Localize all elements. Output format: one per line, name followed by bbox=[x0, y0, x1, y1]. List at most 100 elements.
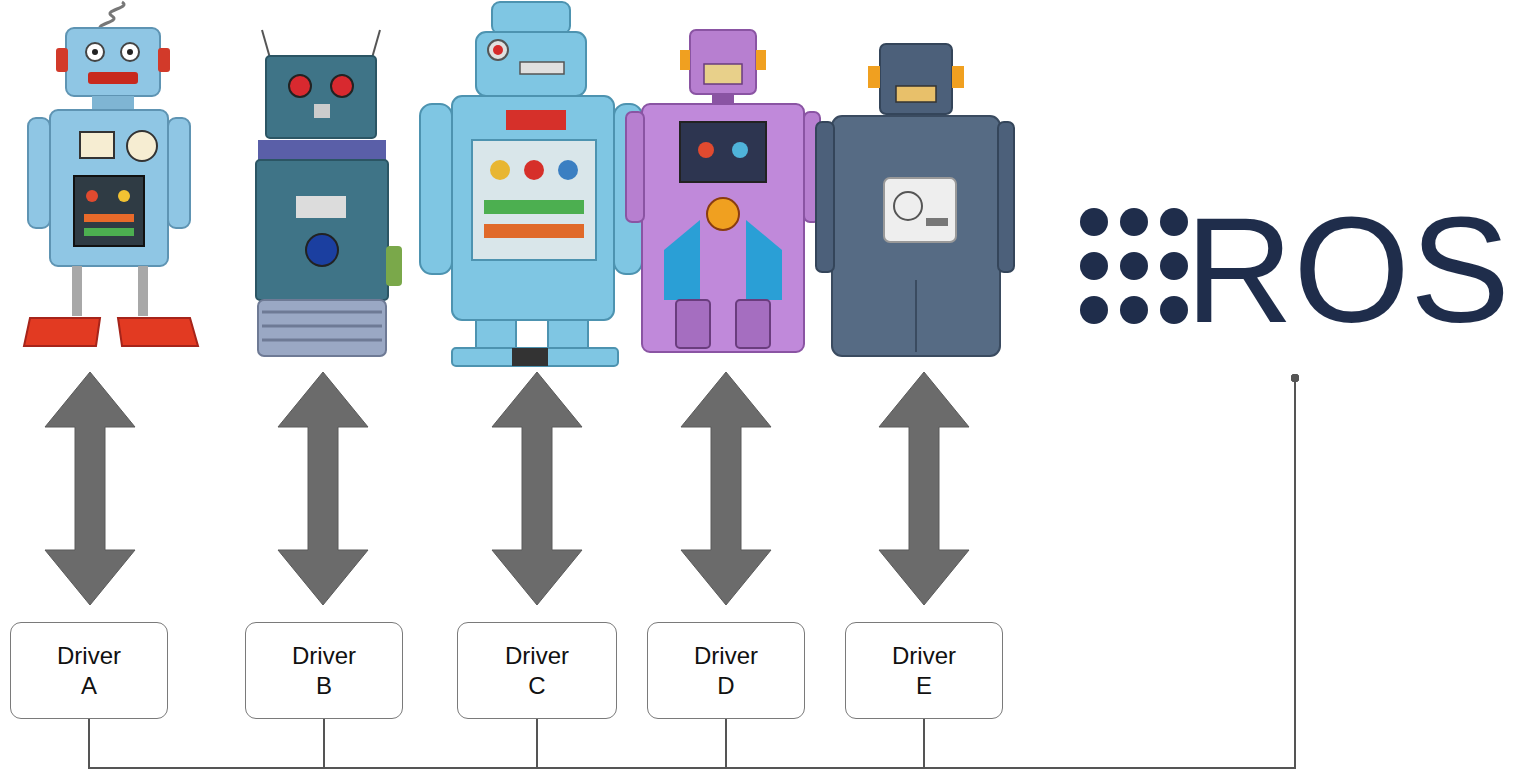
driver-box: Driver B bbox=[245, 622, 403, 719]
robot-toy-part bbox=[680, 50, 690, 70]
driver-box: Driver E bbox=[845, 622, 1003, 719]
robot-toy-part bbox=[952, 66, 964, 88]
robot-toy-part bbox=[884, 178, 956, 242]
robot-toy-part bbox=[56, 48, 68, 72]
logo-dots-part bbox=[1160, 296, 1188, 324]
robot-toy-part bbox=[74, 176, 144, 246]
robot-toy-part bbox=[488, 40, 508, 60]
box-label: Driver E bbox=[892, 641, 956, 701]
box-label: Driver A bbox=[57, 641, 121, 701]
connector-line bbox=[89, 378, 1295, 768]
double-arrow-part bbox=[492, 372, 582, 605]
robot-toy-part bbox=[493, 45, 503, 55]
robot-toy-part bbox=[704, 64, 742, 84]
robot-toy-part bbox=[472, 140, 596, 260]
connector-dot bbox=[1291, 374, 1299, 382]
robot-toy-part bbox=[732, 142, 748, 158]
robot-toy-part bbox=[258, 300, 386, 356]
robot-toy-part bbox=[80, 132, 114, 158]
robot-toy-part bbox=[386, 246, 402, 286]
robot-toy-part bbox=[880, 44, 952, 114]
robot-toy-part bbox=[92, 96, 134, 110]
robot-toy-part bbox=[127, 131, 157, 161]
connector-line bbox=[537, 378, 1295, 768]
robot-toy-part bbox=[524, 160, 544, 180]
connector-line bbox=[726, 378, 1295, 768]
robot-toy-part bbox=[558, 160, 578, 180]
robot-toy-part bbox=[868, 66, 880, 88]
robot-toy-part bbox=[926, 218, 948, 226]
robot-toy bbox=[420, 2, 642, 366]
robot-toy-part bbox=[86, 43, 104, 61]
logo-dots-part bbox=[1080, 296, 1108, 324]
robot-toy-part bbox=[998, 122, 1014, 272]
robot-toy-part bbox=[138, 266, 148, 316]
robot-toy-part bbox=[452, 348, 618, 366]
logo-dots-part bbox=[1120, 252, 1148, 280]
robot-toy-part bbox=[548, 320, 588, 350]
robot-toy bbox=[626, 30, 820, 352]
robot-toy-part bbox=[756, 50, 766, 70]
logo-dots bbox=[1080, 208, 1188, 324]
robot-toy-part bbox=[84, 214, 134, 222]
robot-toy bbox=[24, 2, 198, 346]
robot-toy-part bbox=[121, 43, 139, 61]
logo-dots-part bbox=[1160, 208, 1188, 236]
robot-toy-part bbox=[86, 190, 98, 202]
robot-toy-part bbox=[158, 48, 170, 72]
bus-connector bbox=[537, 374, 1299, 768]
robot-toy-part bbox=[266, 56, 376, 138]
robot-toy-part bbox=[258, 140, 386, 160]
robot-toy-part bbox=[520, 62, 564, 74]
double-arrow bbox=[45, 372, 969, 605]
robot-toy-part bbox=[690, 30, 756, 94]
connector-dot bbox=[1291, 374, 1299, 382]
robot-toy-part bbox=[88, 72, 138, 84]
robot-toy-part bbox=[476, 320, 516, 350]
robot-toy-part bbox=[512, 348, 548, 366]
robot-toy-part bbox=[262, 339, 382, 342]
robot-toy-part bbox=[698, 142, 714, 158]
box-label: Driver C bbox=[505, 641, 569, 701]
robot-toy-part bbox=[420, 104, 452, 274]
logo-text: ROS bbox=[1185, 195, 1515, 345]
robot-toy-part bbox=[746, 220, 782, 300]
robot-toy-part bbox=[118, 318, 198, 346]
robot-toy-part bbox=[476, 32, 586, 96]
logo-dots-part bbox=[1120, 296, 1148, 324]
robot-toy-part bbox=[289, 75, 311, 97]
robot-toy-part bbox=[331, 75, 353, 97]
robot-toy-part bbox=[66, 28, 160, 96]
robot-toy-part bbox=[680, 122, 766, 182]
robot-toy-part bbox=[306, 234, 338, 266]
robot-toy-part bbox=[100, 2, 124, 30]
box-label: Driver D bbox=[694, 641, 758, 701]
robot-toy-part bbox=[452, 96, 614, 320]
robot-toy-part bbox=[490, 160, 510, 180]
double-arrow-part bbox=[681, 372, 771, 605]
robot-toy-part bbox=[664, 220, 700, 300]
connector-dot bbox=[1291, 374, 1299, 382]
robot-toy-part bbox=[894, 192, 922, 220]
driver-box: Driver C bbox=[457, 622, 617, 719]
box-label: Driver B bbox=[292, 641, 356, 701]
robot-toy-part bbox=[484, 224, 584, 238]
robot-toy bbox=[816, 44, 1014, 356]
double-arrow-part bbox=[45, 372, 135, 605]
robot-toy-part bbox=[72, 266, 82, 316]
robot-toy-part bbox=[256, 160, 388, 300]
robot-toy-part bbox=[832, 116, 1000, 356]
connector-dot bbox=[1291, 374, 1299, 382]
logo-dots-part bbox=[1080, 208, 1108, 236]
robot-toy-part bbox=[24, 318, 100, 346]
robot-toy-part bbox=[915, 280, 917, 352]
robot-toy-part bbox=[712, 94, 734, 104]
driver-box: Driver A bbox=[10, 622, 168, 719]
logo-dots-part bbox=[1120, 208, 1148, 236]
robot-toy-part bbox=[84, 228, 134, 236]
robot-toy-part bbox=[626, 112, 644, 222]
robot-toy-part bbox=[168, 118, 190, 228]
robot-toy-part bbox=[896, 86, 936, 102]
robot-toy-part bbox=[262, 30, 270, 58]
robot-toy-part bbox=[92, 49, 98, 55]
